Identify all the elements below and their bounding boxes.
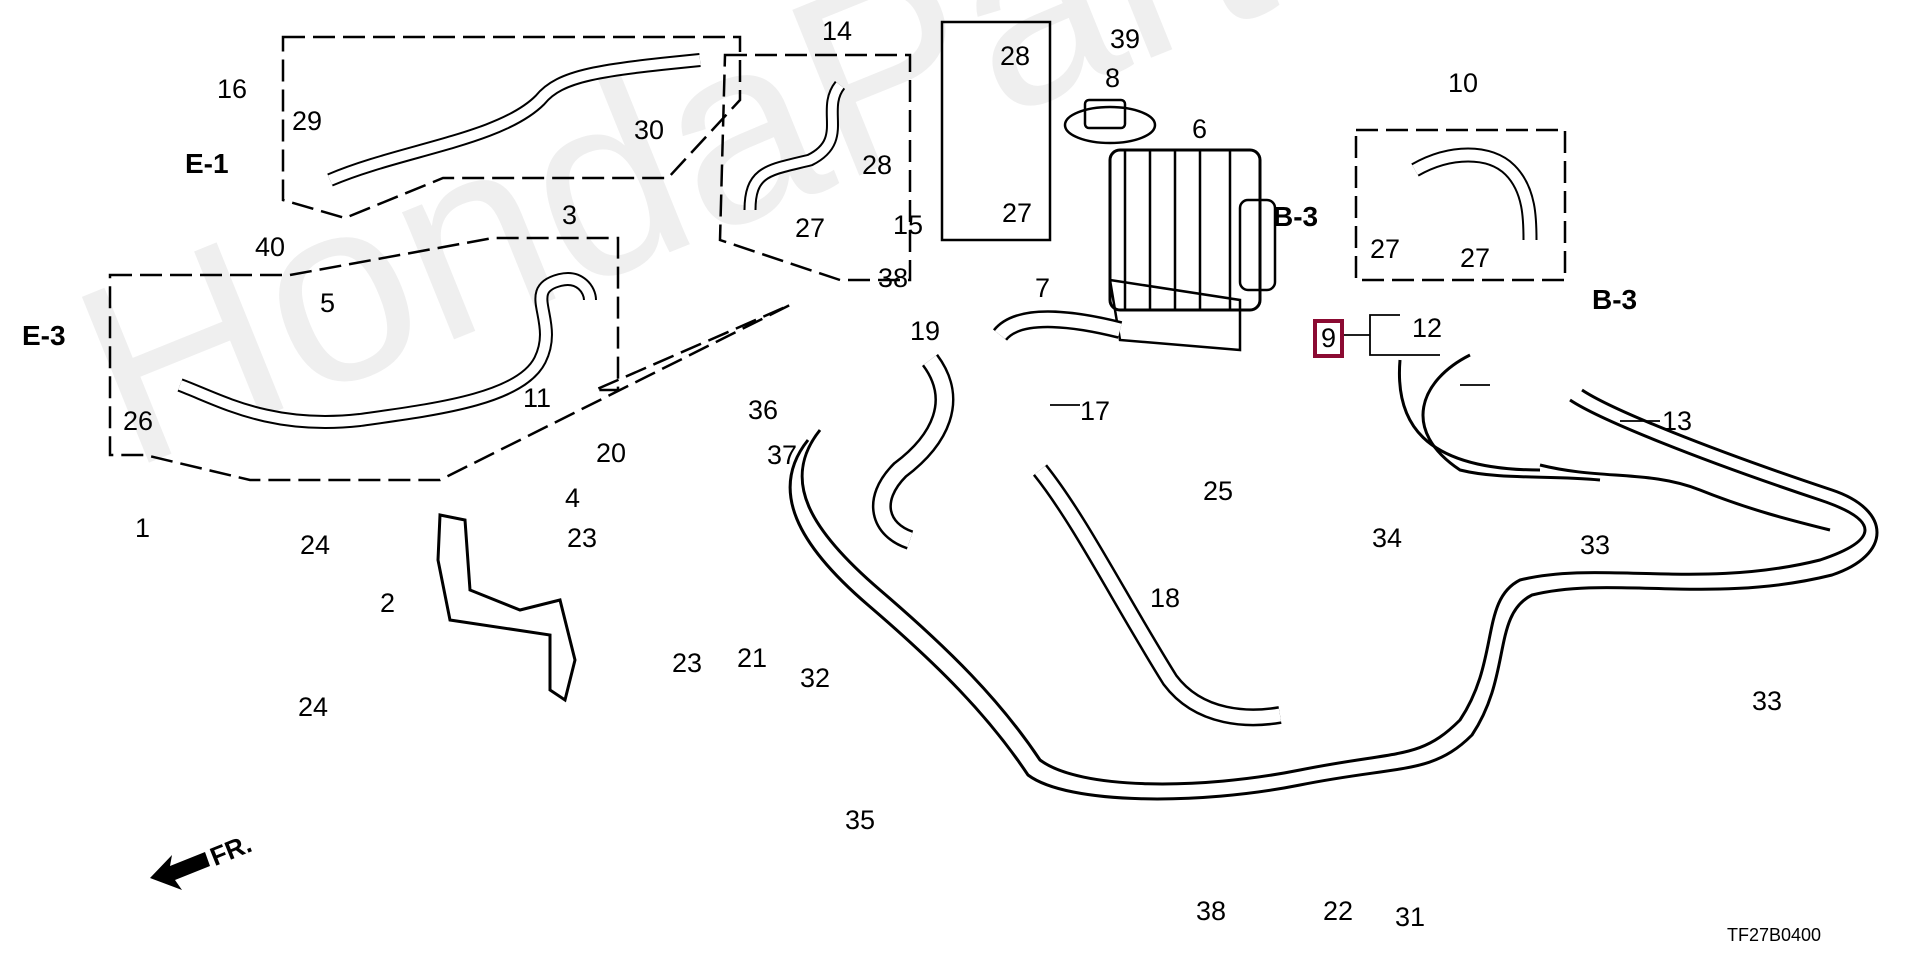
callout-38a[interactable]: 38 xyxy=(878,263,909,293)
callout-38b[interactable]: 38 xyxy=(1196,896,1227,926)
callout-5[interactable]: 5 xyxy=(320,288,336,318)
callout-18[interactable]: 18 xyxy=(1150,583,1181,613)
ref-b3-right[interactable]: B-3 xyxy=(1592,284,1638,315)
group-16-box xyxy=(281,35,742,220)
callout-27d[interactable]: 27 xyxy=(1460,243,1491,273)
callout-33b[interactable]: 33 xyxy=(1752,686,1783,716)
callout-16[interactable]: 16 xyxy=(217,74,248,104)
callout-27c[interactable]: 27 xyxy=(1370,234,1401,264)
callout-21[interactable]: 21 xyxy=(737,643,768,673)
callout-24a[interactable]: 24 xyxy=(300,530,331,560)
callout-28a[interactable]: 28 xyxy=(862,150,893,180)
callout-7[interactable]: 7 xyxy=(1035,273,1051,303)
callout-22[interactable]: 22 xyxy=(1323,896,1354,926)
callout-33a[interactable]: 33 xyxy=(1580,530,1611,560)
ref-b3-left[interactable]: B-3 xyxy=(1273,201,1319,232)
callout-3[interactable]: 3 xyxy=(562,200,578,230)
callout-12[interactable]: 12 xyxy=(1412,313,1443,343)
callout-36[interactable]: 36 xyxy=(748,395,779,425)
callout-40[interactable]: 40 xyxy=(255,232,286,262)
callout-13[interactable]: 13 xyxy=(1662,406,1693,436)
callout-25[interactable]: 25 xyxy=(1203,476,1234,506)
diagram-code: TF27B0400 xyxy=(1727,925,1822,945)
callout-35[interactable]: 35 xyxy=(845,805,876,835)
callout-27a[interactable]: 27 xyxy=(795,213,826,243)
callout-11[interactable]: 11 xyxy=(523,383,552,413)
valve-8 xyxy=(1063,105,1157,145)
callout-23a[interactable]: 23 xyxy=(567,523,598,553)
callout-24b[interactable]: 24 xyxy=(298,692,329,722)
callout-37[interactable]: 37 xyxy=(767,440,798,470)
callout-8[interactable]: 8 xyxy=(1105,63,1121,93)
main-pipes xyxy=(788,359,1879,801)
ref-e3[interactable]: E-3 xyxy=(22,320,66,351)
group-15-box xyxy=(940,20,1052,242)
callout-28b[interactable]: 28 xyxy=(1000,41,1031,71)
callout-32[interactable]: 32 xyxy=(800,663,831,693)
callout-23b[interactable]: 23 xyxy=(672,648,703,678)
ref-e1[interactable]: E-1 xyxy=(185,148,229,179)
callout-1[interactable]: 1 xyxy=(135,513,151,543)
bracket-2 xyxy=(436,513,577,703)
callout-4[interactable]: 4 xyxy=(565,483,581,513)
group-10-box xyxy=(1354,128,1567,282)
callout-29[interactable]: 29 xyxy=(292,106,323,136)
callout-17[interactable]: 17 xyxy=(1080,396,1111,426)
callout-20[interactable]: 20 xyxy=(596,438,627,468)
callout-31[interactable]: 31 xyxy=(1395,902,1426,932)
group-1-box xyxy=(108,236,791,482)
callout-26[interactable]: 26 xyxy=(123,406,154,436)
callout-2[interactable]: 2 xyxy=(380,588,396,618)
callout-34[interactable]: 34 xyxy=(1372,523,1403,553)
callout-14[interactable]: 14 xyxy=(822,16,853,46)
callout-30[interactable]: 30 xyxy=(634,115,665,145)
callout-10[interactable]: 10 xyxy=(1448,68,1479,98)
callout-27b[interactable]: 27 xyxy=(1002,198,1033,228)
callout-39[interactable]: 39 xyxy=(1110,24,1141,54)
callout-9-highlighted[interactable]: 9 xyxy=(1313,319,1345,358)
callout-15[interactable]: 15 xyxy=(893,210,924,240)
canister-6 xyxy=(1108,148,1277,352)
leader-lines xyxy=(1050,314,1660,422)
callout-6[interactable]: 6 xyxy=(1192,114,1208,144)
callout-19[interactable]: 19 xyxy=(910,316,941,346)
group-14-box xyxy=(718,53,912,282)
